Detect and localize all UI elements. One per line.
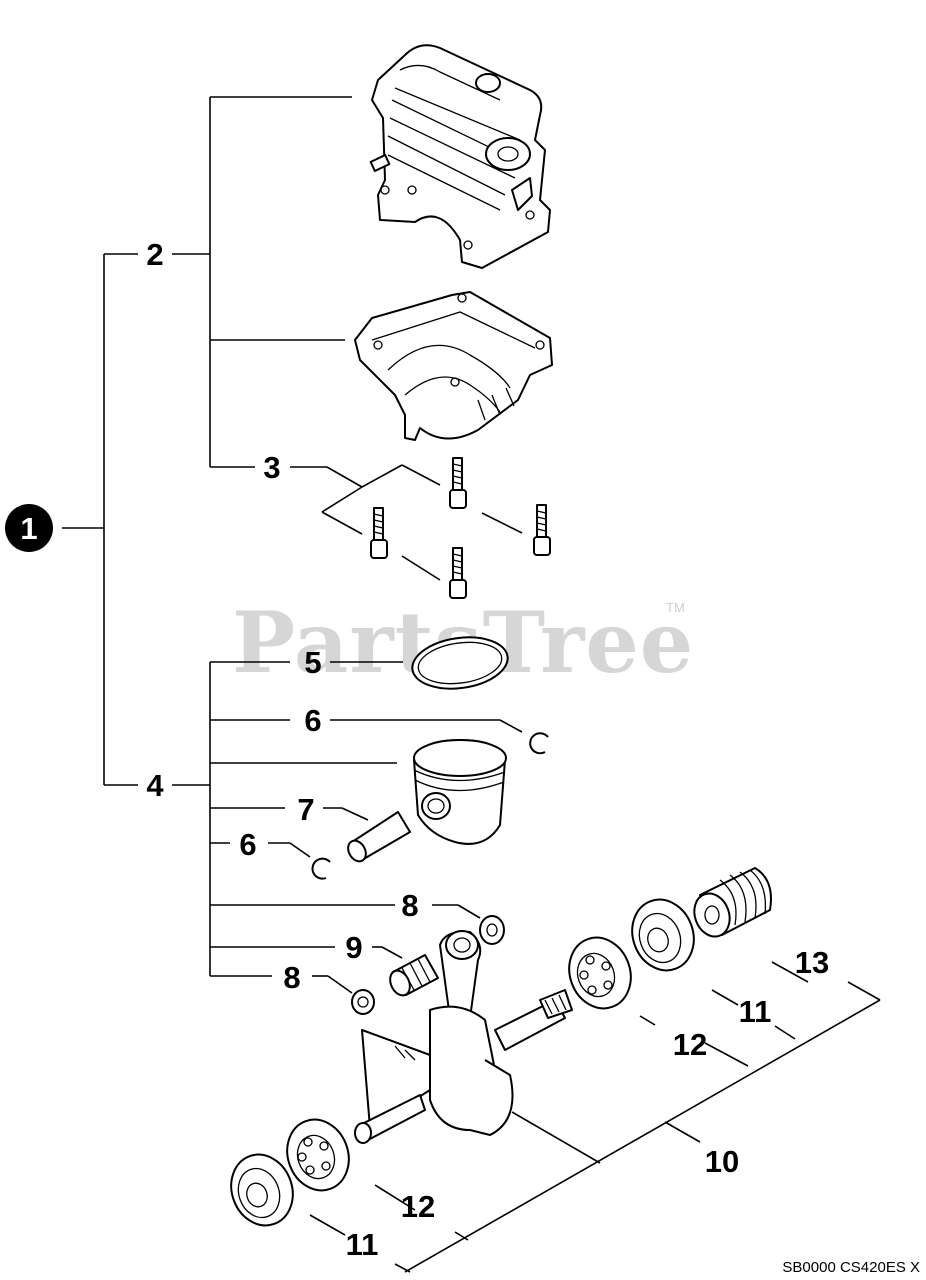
washer-icon-top: [479, 915, 505, 945]
washer-icon-bottom: [351, 989, 375, 1015]
callout-11-right: 11: [739, 994, 772, 1029]
callout-4: 4: [146, 768, 164, 803]
ball-bearing-icon-left: [286, 1118, 350, 1192]
bolt-icon-left: [370, 507, 388, 559]
callout-8-lower: 8: [283, 960, 300, 995]
callout-5: 5: [304, 645, 321, 680]
assembly-tree-lines: [62, 96, 881, 1273]
callout-13: 13: [795, 945, 829, 980]
callout-1: 1: [5, 504, 53, 552]
crankcase-icon: [354, 291, 553, 441]
needle-bearing-icon: [389, 954, 439, 997]
callout-9: 9: [345, 930, 362, 965]
circlip-icon-bottom: [311, 857, 331, 880]
callout-7: 7: [297, 792, 314, 827]
bolt-icon-top: [449, 457, 467, 509]
oil-seal-icon-left: [230, 1153, 294, 1227]
callout-6-upper: 6: [304, 703, 321, 738]
circlip-icon-top: [529, 732, 549, 755]
piston-icon: [413, 739, 507, 845]
callout-8-upper: 8: [401, 888, 418, 923]
diagram-code: SB0000 CS420ES X: [782, 1259, 920, 1276]
callout-3: 3: [263, 450, 280, 485]
callout-12-left: 12: [401, 1189, 435, 1224]
bolt-icon-right: [533, 504, 551, 556]
piston-ring-icon: [411, 636, 509, 690]
callout-1-number: 1: [20, 511, 37, 546]
callout-6-lower: 6: [239, 827, 256, 862]
oil-seal-icon-right: [631, 898, 695, 972]
callout-10: 10: [705, 1144, 739, 1179]
cylinder-icon: [369, 44, 551, 269]
watermark-tm: TM: [666, 600, 685, 615]
callout-12-right: 12: [673, 1027, 707, 1062]
callout-1-badge: [5, 504, 53, 552]
spacer-icon: [693, 867, 772, 938]
bolt-icon-bottom: [449, 547, 467, 599]
crankshaft-icon: [354, 930, 573, 1144]
callout-2: 2: [146, 237, 163, 272]
callout-11-left: 11: [346, 1227, 379, 1262]
piston-pin-icon: [347, 811, 411, 863]
ball-bearing-icon-right: [568, 936, 632, 1010]
